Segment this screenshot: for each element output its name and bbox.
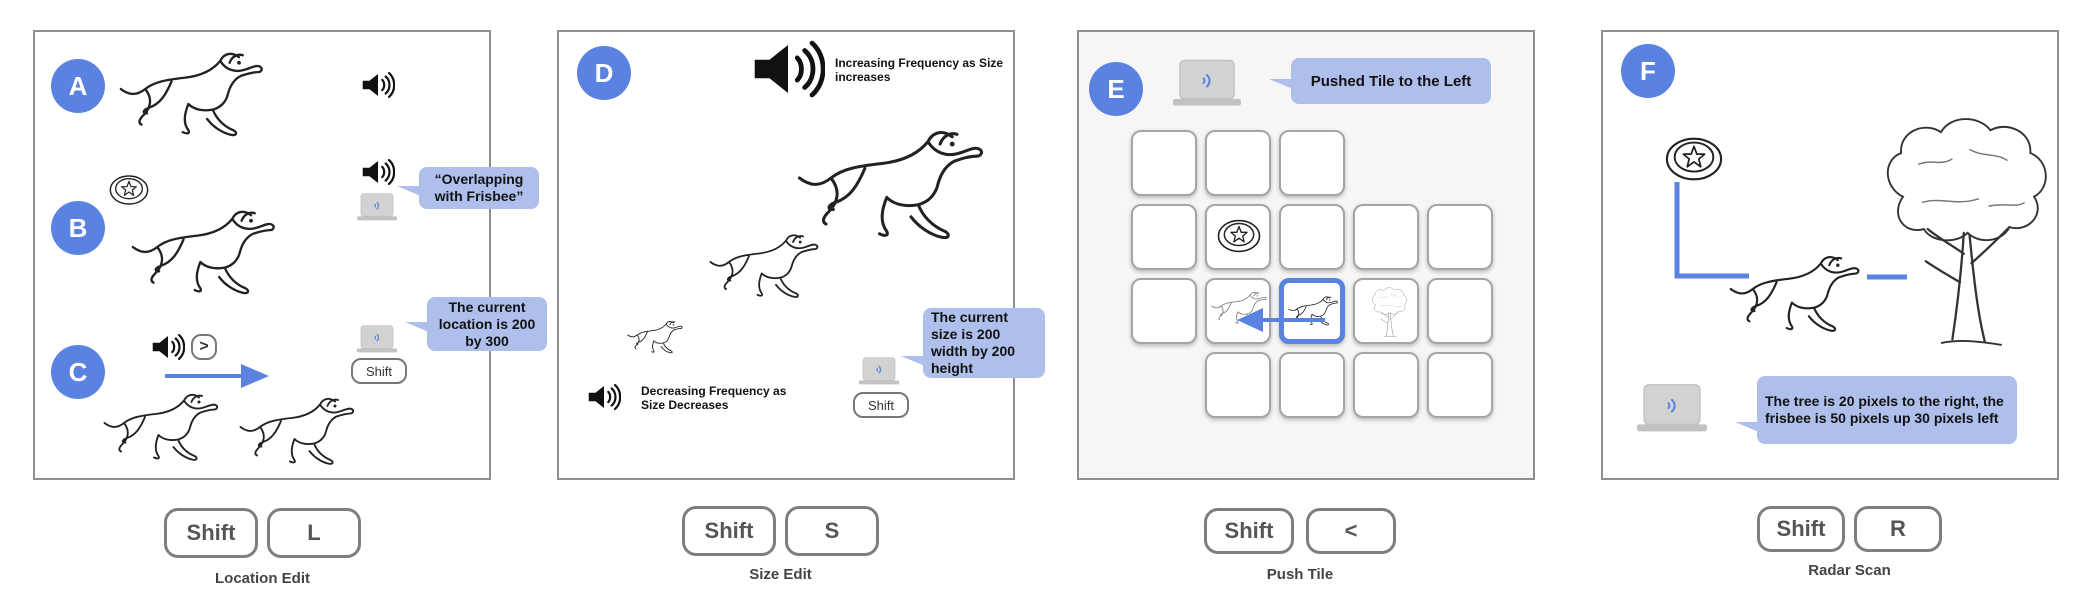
- dog-icon: [709, 222, 823, 302]
- laptop-icon: [1173, 58, 1241, 108]
- dog-icon: [131, 192, 281, 302]
- less-than-key: <: [1306, 508, 1396, 554]
- speaker-icon: [751, 40, 825, 98]
- tree-icon: [1367, 286, 1409, 338]
- location-edit-panel: A B C “Overlapping with Frisbee” Shift T…: [33, 30, 547, 480]
- frisbee-icon: [1665, 134, 1723, 184]
- grid-tile[interactable]: [1131, 278, 1197, 344]
- grid-tile-frisbee[interactable]: [1205, 204, 1271, 270]
- grid-tile[interactable]: [1427, 278, 1493, 344]
- arrow-icon: [1237, 308, 1325, 332]
- location-callout: The current location is 200 by 300: [405, 297, 547, 351]
- grid-tile-dog-ghost[interactable]: [1205, 278, 1271, 344]
- grid-tile[interactable]: [1427, 352, 1493, 418]
- grid-tile[interactable]: [1279, 130, 1345, 196]
- caption-push-tile: Push Tile: [1266, 566, 1334, 583]
- label-circle-f: F: [1621, 44, 1675, 98]
- dog-icon: [119, 34, 269, 144]
- dog-icon: [1729, 240, 1865, 338]
- shift-key: Shift: [1757, 506, 1845, 552]
- shift-key: Shift: [164, 508, 258, 558]
- overlap-callout: “Overlapping with Frisbee”: [397, 167, 539, 209]
- label-circle-b: B: [51, 201, 105, 255]
- radar-distance-line: [1867, 274, 1907, 280]
- grid-tile[interactable]: [1353, 352, 1419, 418]
- caption-location-edit: Location Edit: [215, 570, 310, 587]
- frisbee-icon: [1217, 214, 1261, 258]
- shift-mini-key: Shift: [853, 392, 909, 418]
- selected-tile-dog[interactable]: [1279, 278, 1345, 344]
- decreasing-frequency-note: Decreasing Frequency as Size Decreases: [641, 384, 787, 412]
- label-circle-d: D: [577, 46, 631, 100]
- arrow-icon: [165, 364, 269, 388]
- right-arrow-mini-key: >: [191, 334, 217, 360]
- push-callout: Pushed Tile to the Left: [1269, 58, 1491, 104]
- caption-size-edit: Size Edit: [749, 566, 812, 583]
- grid-tile[interactable]: [1427, 204, 1493, 270]
- shift-key: Shift: [682, 506, 776, 556]
- increasing-frequency-note: Increasing Frequency as Size increases: [835, 56, 1004, 84]
- speaker-icon: [587, 384, 621, 410]
- grid-tile-tree[interactable]: [1353, 278, 1419, 344]
- grid-tile[interactable]: [1131, 130, 1197, 196]
- s-key: S: [785, 506, 879, 556]
- speaker-icon: [151, 334, 185, 360]
- speaker-icon: [361, 72, 395, 98]
- speaker-icon: [361, 159, 395, 185]
- label-circle-a: A: [51, 59, 105, 113]
- grid-tile[interactable]: [1131, 204, 1197, 270]
- l-key: L: [267, 508, 361, 558]
- laptop-icon: [859, 356, 899, 386]
- push-tile-panel: E Pushed Tile to the Left: [1077, 30, 1535, 480]
- tree-icon: [1865, 80, 2055, 380]
- grid-tile[interactable]: [1279, 204, 1345, 270]
- label-circle-c: C: [51, 345, 105, 399]
- radar-scan-panel: F The tree is 20 pixels to the right, th…: [1601, 30, 2059, 480]
- shift-mini-key: Shift: [351, 358, 407, 384]
- label-circle-e: E: [1089, 62, 1143, 116]
- laptop-icon: [357, 192, 397, 222]
- dog-icon: [239, 384, 359, 470]
- shift-key: Shift: [1204, 508, 1294, 554]
- grid-tile[interactable]: [1353, 204, 1419, 270]
- dog-icon: [627, 314, 685, 356]
- radar-path-icon: [1674, 182, 1749, 279]
- dog-icon: [103, 380, 223, 466]
- radar-callout: The tree is 20 pixels to the right, the …: [1735, 376, 2017, 444]
- size-edit-panel: D Increasing Frequency as Size increases…: [557, 30, 1045, 480]
- grid-tile[interactable]: [1279, 352, 1345, 418]
- dog-icon: [797, 108, 991, 248]
- laptop-icon: [357, 324, 397, 354]
- size-callout: The current size is 200 width by 200 hei…: [901, 308, 1045, 378]
- laptop-icon: [1637, 382, 1707, 434]
- grid-tile[interactable]: [1205, 352, 1271, 418]
- grid-tile[interactable]: [1205, 130, 1271, 196]
- r-key: R: [1854, 506, 1942, 552]
- caption-radar-scan: Radar Scan: [1808, 562, 1891, 579]
